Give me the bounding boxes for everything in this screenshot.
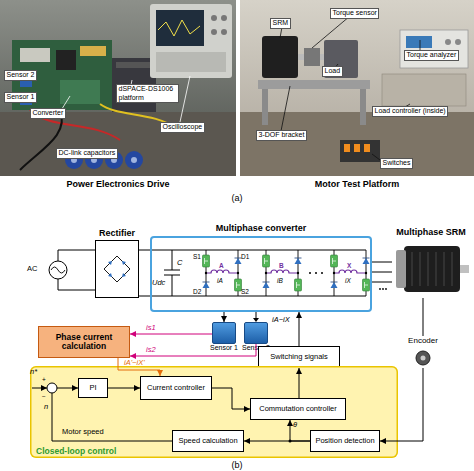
node-text: Commutation controller (258, 405, 338, 414)
signal-label: n* (30, 368, 37, 377)
phase-label: A (219, 262, 224, 269)
part-label: Load (322, 66, 343, 77)
current-sensor: Sensor 2 (244, 322, 268, 344)
junction-dot (289, 440, 292, 443)
signal-connector (139, 250, 150, 251)
current-sensor: Sensor 1 (212, 322, 236, 344)
phase-label: X (347, 262, 351, 269)
part-label: Sensor 1 (4, 92, 37, 103)
panel-label: (b) (232, 460, 243, 470)
part-label: DC-link capacitors (56, 148, 118, 159)
edge-label: is1 (146, 324, 156, 333)
current-label: iA (217, 277, 223, 284)
panel-label: (a) (232, 193, 243, 203)
node-text: Current controller (146, 384, 206, 393)
part-label: Oscilloscope (160, 122, 205, 133)
signal-connector (130, 344, 256, 356)
node-text: PI (88, 384, 97, 393)
part-label: Sensor 2 (4, 70, 37, 81)
part-label: dSPACE-DS1006 platform (116, 84, 179, 103)
edge-label: is2 (146, 346, 156, 355)
process-box: Position detection (310, 430, 380, 452)
sign-label: + (42, 376, 46, 383)
signal-label: n (44, 403, 48, 412)
signal-connector (244, 441, 310, 442)
node-text: Closed-loop control (36, 446, 116, 456)
component-label: C (177, 259, 182, 268)
node-text: Speed calculation (177, 437, 238, 446)
photo-caption: Power Electronics Drive (66, 179, 169, 189)
part-label: Converter (30, 108, 66, 119)
node-text: Position detection (314, 437, 375, 446)
rectifier-box: Rectifier (95, 240, 139, 298)
part-label: SRM (270, 18, 291, 29)
current-label: iX (345, 277, 351, 284)
node-text: Multiphase converter (120, 223, 402, 233)
voltage-label: Udc (152, 279, 165, 288)
part-label: Torque analyzer (404, 50, 459, 61)
part-label: 3-DOF bracket (256, 130, 307, 141)
signal-connector (130, 334, 212, 335)
edge-label: Motor speed (62, 428, 104, 437)
signal-connector (380, 368, 423, 441)
component-label: D2 (193, 288, 201, 295)
signal-connector (299, 312, 300, 346)
encoder-block: Encoder (398, 336, 448, 368)
summing-junction (47, 383, 57, 393)
signal-connector (212, 388, 250, 409)
process-box: Switching signals (258, 346, 340, 368)
edge-label: θ (293, 421, 297, 430)
signal-connector (299, 368, 300, 398)
component-label: S1 (193, 253, 201, 260)
process-box: Commutation controller (250, 398, 346, 420)
process-box: Speed calculation (172, 430, 244, 452)
photo-caption: Motor Test Platform (315, 179, 399, 189)
edge-label: iA'~iX' (124, 359, 145, 368)
node-text: Sensor 1 (210, 344, 238, 352)
part-label: Load controller (inside) (372, 106, 448, 117)
converter-box: Multiphase converter (150, 236, 372, 312)
signal-connector (224, 312, 225, 322)
signal-connector (118, 358, 160, 376)
signal-connector (290, 420, 310, 441)
sign-label: − (42, 393, 46, 400)
process-box: Phase current calculation (38, 326, 130, 358)
signal-connector (108, 388, 140, 389)
node-text: Multiphase SRM (362, 227, 474, 237)
part-label: Torque sensor (330, 8, 379, 19)
node-text: Switching signals (269, 353, 329, 362)
part-label: Switches (380, 158, 413, 169)
node-text: Phase current calculation (39, 333, 129, 352)
process-box: Current controller (140, 376, 212, 400)
phase-label: B (279, 262, 284, 269)
signal-connector (372, 262, 392, 263)
process-box: PI (78, 378, 108, 398)
signal-connector (52, 388, 172, 441)
node-text: Encoder (388, 336, 458, 345)
signal-connector (423, 298, 424, 336)
node-text: Rectifier (66, 228, 168, 238)
edge-label: iA~iX (272, 316, 290, 325)
current-label: iB (277, 277, 283, 284)
component-label: D1 (241, 253, 249, 260)
source-label: AC (27, 265, 37, 274)
motor-block: Multiphase SRM (392, 240, 470, 298)
component-label: S2 (241, 288, 249, 295)
control-band: Closed-loop control PI Current controllerC… (30, 366, 398, 458)
input-wire (32, 388, 47, 389)
